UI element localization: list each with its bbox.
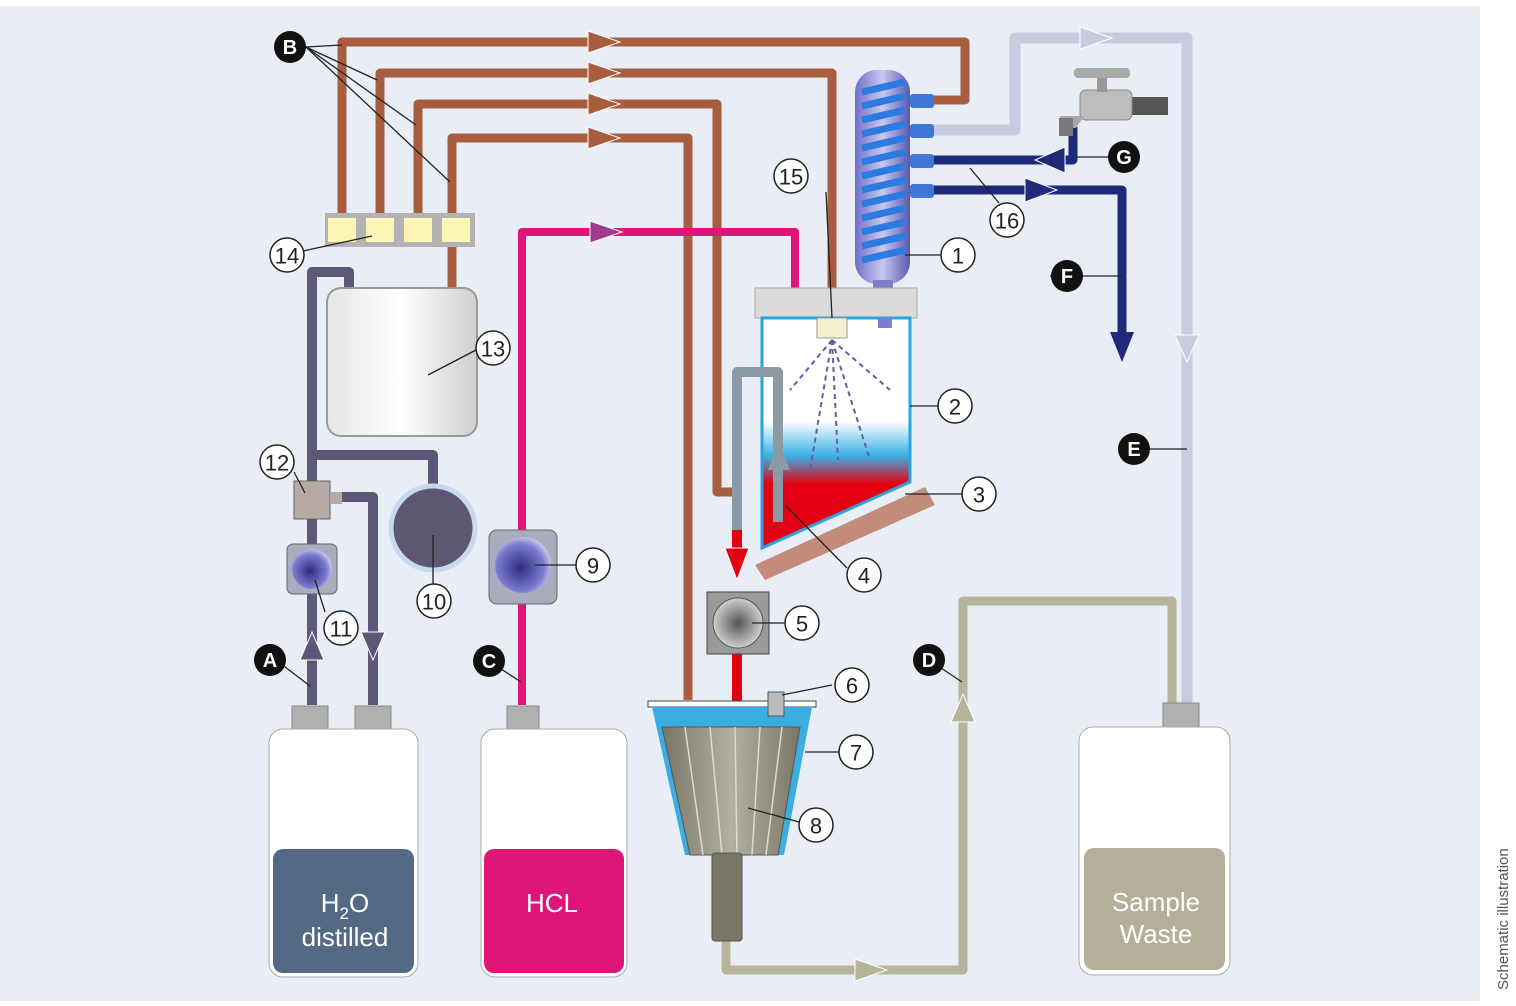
- marker-5: 5: [784, 605, 820, 641]
- svg-text:8: 8: [810, 814, 822, 839]
- svg-text:2: 2: [949, 395, 961, 420]
- marker-A: A: [254, 644, 286, 676]
- svg-text:G: G: [1116, 147, 1132, 169]
- flow-arrow-down: [724, 547, 750, 582]
- svg-text:10: 10: [422, 590, 446, 615]
- copper-pipes: [337, 37, 970, 700]
- svg-text:A: A: [263, 650, 277, 672]
- marker-B: B: [274, 31, 306, 63]
- svg-text:1: 1: [952, 244, 964, 269]
- flow-arrow-up: [299, 630, 325, 661]
- marker-D: D: [913, 644, 945, 676]
- marker-12: 12: [259, 444, 295, 480]
- bottle-water: H2O distilled: [268, 705, 419, 978]
- flow-arrow: [1033, 146, 1066, 174]
- number-markers: 1 2 3 4 5 6 7 8 9 10 11 12 13 14 15 16: [259, 158, 1025, 843]
- hcl-bottle-label: HCL: [526, 888, 578, 918]
- heater-plate: [755, 487, 935, 580]
- valve-icon: [293, 480, 342, 520]
- drain-line: [721, 596, 1177, 975]
- filter-funnel: [647, 691, 817, 942]
- svg-text:11: 11: [330, 617, 353, 642]
- marker-2: 2: [937, 388, 973, 424]
- svg-text:9: 9: [587, 554, 599, 579]
- svg-text:F: F: [1061, 266, 1073, 288]
- marker-9: 9: [575, 547, 611, 583]
- water-bottle-label: H2O: [321, 888, 369, 923]
- marker-G: G: [1108, 141, 1140, 173]
- marker-1: 1: [940, 237, 976, 273]
- svg-text:4: 4: [858, 564, 870, 589]
- svg-text:5: 5: [796, 612, 808, 637]
- marker-14: 14: [269, 237, 305, 273]
- svg-text:13: 13: [481, 337, 505, 362]
- storage-tank: [326, 287, 478, 437]
- cooling-water-lines: [912, 127, 1127, 335]
- water-bottle-label-2: distilled: [302, 922, 389, 952]
- pump-icon: [286, 543, 338, 595]
- svg-text:E: E: [1127, 439, 1140, 461]
- svg-text:14: 14: [275, 244, 299, 269]
- pump-icon: [488, 529, 558, 605]
- flow-arrow: [1174, 334, 1200, 364]
- svg-text:16: 16: [995, 209, 1019, 234]
- waste-bottle-label-2: Waste: [1120, 919, 1193, 949]
- svg-text:3: 3: [973, 483, 985, 508]
- bottle-waste: Sample Waste: [1078, 702, 1231, 976]
- marker-F: F: [1051, 260, 1083, 292]
- flow-arrow-down: [1110, 332, 1134, 362]
- letter-markers: A B C D E F G: [254, 31, 1150, 677]
- marker-10: 10: [416, 583, 452, 619]
- cooling-coil-icon: [855, 70, 934, 292]
- svg-text:7: 7: [850, 741, 862, 766]
- svg-text:15: 15: [779, 165, 803, 190]
- marker-C: C: [473, 645, 505, 677]
- marker-8: 8: [798, 807, 834, 843]
- b-leader-lines: [305, 44, 451, 183]
- exhaust-line: [912, 32, 1193, 705]
- reaction-chamber: [732, 287, 935, 580]
- waste-bottle-label-1: Sample: [1112, 887, 1200, 917]
- marker-16: 16: [989, 202, 1025, 238]
- copper-flow-arrows: [587, 30, 622, 150]
- bottle-hcl: HCL: [480, 705, 628, 978]
- svg-text:12: 12: [265, 451, 289, 476]
- flow-arrow-down: [360, 631, 386, 662]
- water-tap-icon: [1059, 68, 1168, 136]
- marker-7: 7: [838, 734, 874, 770]
- svg-text:6: 6: [846, 674, 858, 699]
- flow-arrow: [1079, 26, 1114, 50]
- marker-4: 4: [846, 557, 882, 593]
- marker-13: 13: [475, 330, 511, 366]
- flow-arrow: [854, 958, 889, 982]
- svg-text:C: C: [482, 651, 496, 673]
- side-caption: Schematic illustration: [1495, 848, 1512, 990]
- marker-3: 3: [961, 476, 997, 512]
- svg-text:D: D: [922, 650, 936, 672]
- marker-11: 11: [323, 610, 359, 646]
- flow-arrow: [589, 220, 624, 244]
- flow-arrow: [1024, 177, 1059, 203]
- marker-6: 6: [834, 667, 870, 703]
- marker-E: E: [1118, 433, 1150, 465]
- marker-15: 15: [773, 158, 809, 194]
- svg-text:B: B: [283, 37, 297, 59]
- flow-arrow-up: [950, 692, 976, 723]
